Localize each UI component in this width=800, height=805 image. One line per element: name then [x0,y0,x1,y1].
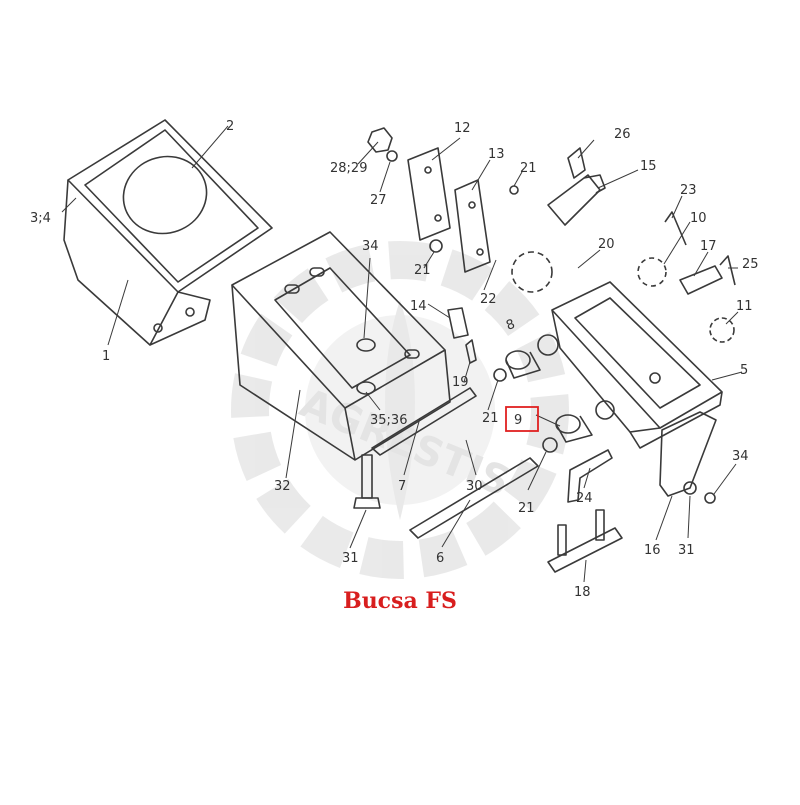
part-label: 34 [362,239,379,254]
base-18-part [547,527,623,573]
diagram-caption: Bucsa FS [343,588,457,614]
part-label: 31 [678,543,695,558]
washer-21c-part [429,239,443,253]
part-label: 21 [482,411,499,426]
part-label: 21 [520,161,537,176]
part-label: 6 [436,551,444,566]
washer-21b-part [493,368,507,382]
part-label: 32 [274,479,291,494]
part-label: 26 [614,127,631,142]
sprocket-11-part [709,317,735,343]
sprocket-8-part [511,251,553,293]
part-label: 11 [736,299,753,314]
part-label: 12 [454,121,471,136]
washer-part [386,150,398,162]
hopper-part [63,119,273,346]
washer-21d-part [509,185,519,195]
part-label: 14 [410,299,427,314]
part-label: 27 [370,193,387,208]
washer-21-part [542,437,558,453]
part-label: 17 [700,239,717,254]
part-label: 7 [398,479,406,494]
part-label: 18 [574,585,591,600]
sprocket-10-part [637,257,667,287]
rod-6-part [409,457,539,539]
part-label: 2 [226,119,234,134]
block-14-part [447,307,469,339]
pin-25-part [719,255,736,286]
agrestis-watermark: AGRESTIS [231,241,569,579]
chain-part [679,265,723,295]
rod-7-part [371,387,477,456]
part-label: 24 [576,491,593,506]
spring-cap-part [547,174,601,226]
nut-part [367,127,393,153]
clamp-plates-part [407,147,491,273]
part-label: 21 [414,263,431,278]
part-label: 28;29 [330,161,367,176]
frame-body-part [231,231,451,461]
part-label: 5 [740,363,748,378]
part-label: 23 [680,183,697,198]
leader-lines [61,125,743,583]
part-label: 30 [466,479,483,494]
part-label: 31 [342,551,359,566]
bushing-part [505,350,541,379]
part-label: 13 [488,147,505,162]
part-label: 10 [690,211,707,226]
highlight-box [505,406,539,432]
part-label: 16 [644,543,661,558]
part-labels: 2 3;4 1 28;29 27 12 13 21 26 15 23 10 17… [30,119,759,600]
part-label: 25 [742,257,759,272]
part-label: 3;4 [30,211,51,226]
rod-24-part [567,449,613,503]
bracket-part [659,411,717,497]
washer-34b-part [704,492,716,504]
ring-34-part [356,338,376,352]
part-label: 35;36 [370,413,407,428]
pin-23-part [664,211,687,246]
part-label: 34 [732,449,749,464]
part-label: 20 [598,237,615,252]
bolt-31b-part [683,481,697,495]
part-label: 9 [514,413,522,428]
pin-part [567,147,586,179]
bolt-19-part [465,339,477,364]
part-label: 15 [640,159,657,174]
housing-part [537,281,723,449]
part-label: 21 [518,501,535,516]
part-label: 22 [480,292,497,307]
part-label: 1 [102,349,110,364]
part-label: 19 [452,375,469,390]
